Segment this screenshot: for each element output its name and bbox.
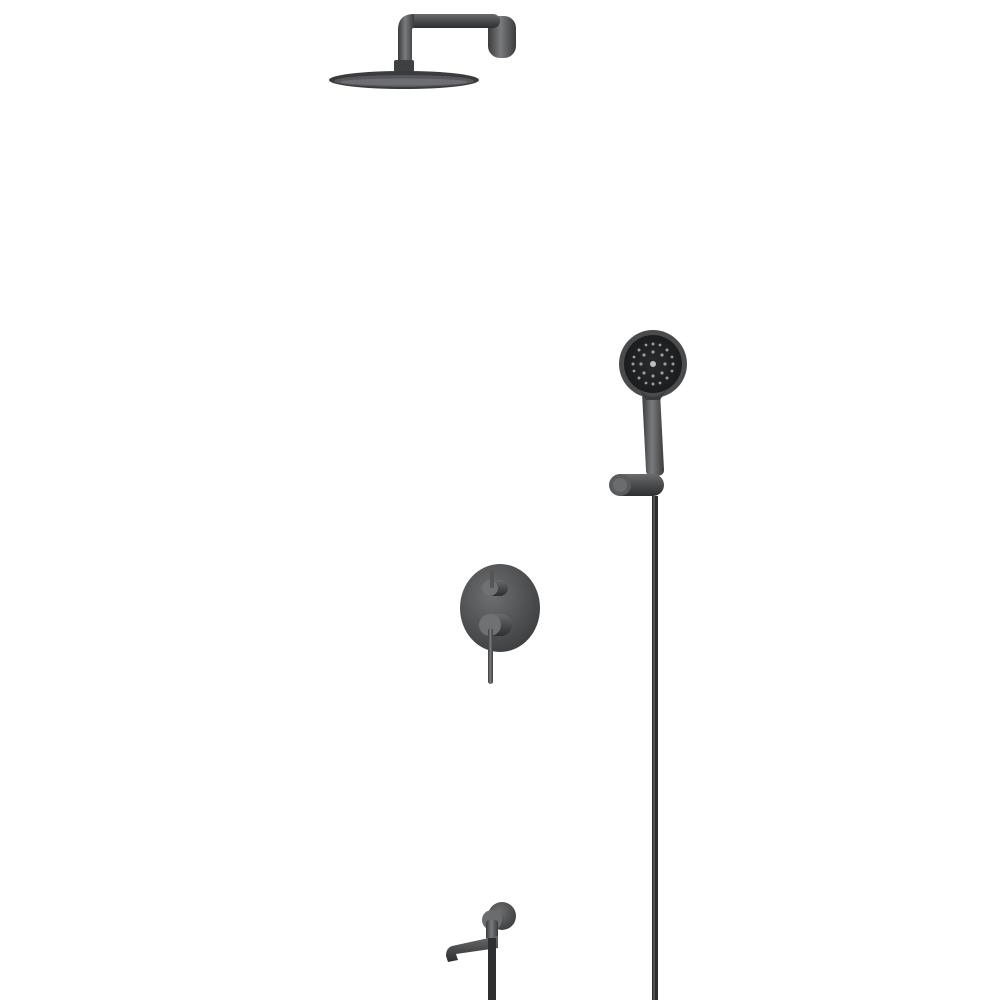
hand-shower-holder [609, 474, 664, 496]
hand-shower-handle [642, 392, 664, 476]
hand-shower [619, 330, 687, 476]
mixer-lever-handle [479, 614, 512, 684]
mixer-cover-plate [460, 564, 540, 652]
diverter-mixer-valve [460, 564, 540, 684]
bath-spout [446, 902, 516, 1000]
hand-shower-nozzles [631, 342, 675, 386]
spout-nozzle [446, 936, 498, 962]
shower-arm [408, 14, 500, 28]
rain-shower-head [329, 14, 516, 89]
shower-head-connector [394, 60, 414, 72]
diverter-knob [482, 570, 508, 596]
spout-diverter-body [486, 920, 498, 940]
shower-head-nozzles [340, 78, 468, 86]
spout-supply-pipe [488, 938, 496, 1000]
shower-arm-elbow [398, 14, 414, 64]
hand-shower-neck [640, 390, 666, 400]
